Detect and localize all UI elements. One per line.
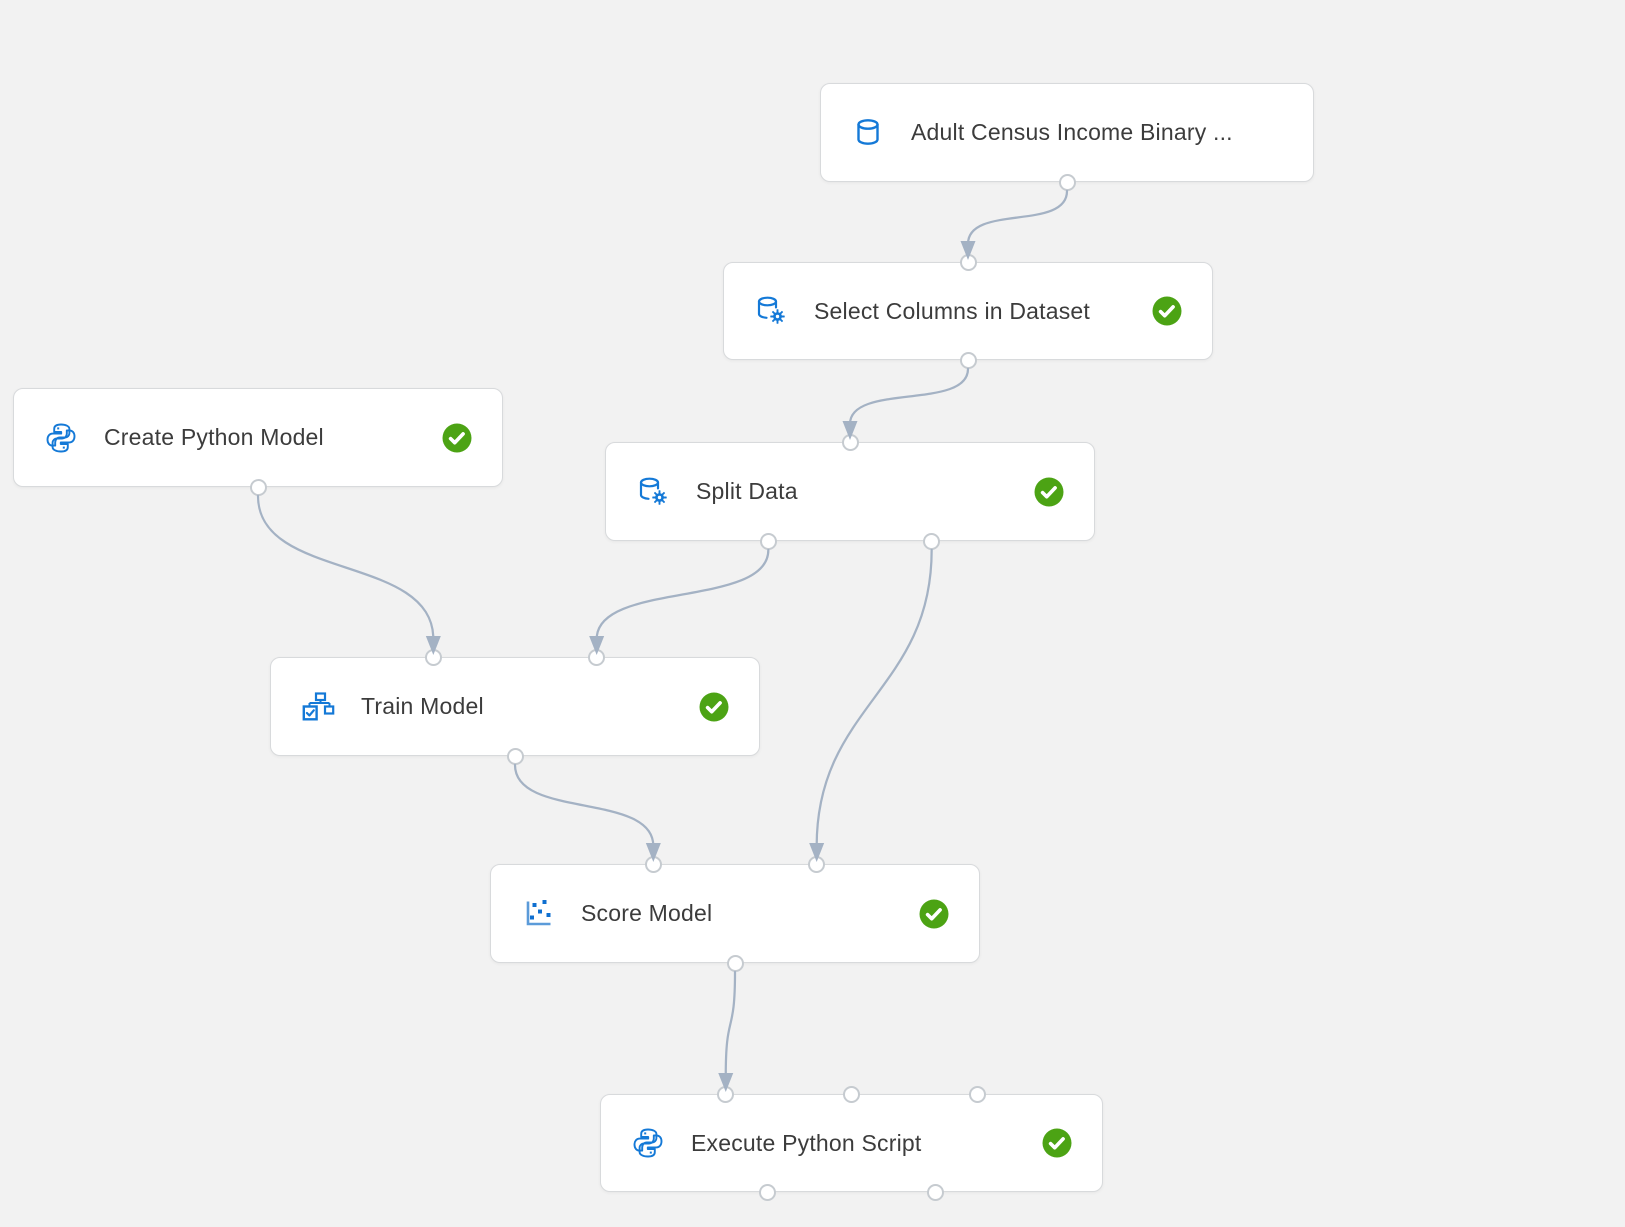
python-icon xyxy=(44,421,78,455)
output-port[interactable] xyxy=(726,955,744,972)
database-gear-icon xyxy=(636,475,670,509)
database-gear-icon xyxy=(754,294,788,328)
module-node-execute-python-script[interactable]: Execute Python Script xyxy=(600,1086,1103,1201)
module-label: Adult Census Income Binary ... xyxy=(911,119,1233,145)
input-port[interactable] xyxy=(808,856,826,873)
status-completed-icon xyxy=(442,423,472,453)
module-node-train-model[interactable]: Train Model xyxy=(270,649,760,765)
connector[interactable] xyxy=(724,970,737,1078)
python-icon xyxy=(631,1126,665,1160)
module-label: Create Python Model xyxy=(104,424,324,450)
input-port[interactable] xyxy=(424,649,442,666)
input-port[interactable] xyxy=(717,1086,735,1103)
output-port[interactable] xyxy=(759,533,777,550)
module-node-create-python-model[interactable]: Create Python Model xyxy=(13,388,503,496)
input-port[interactable] xyxy=(841,434,859,451)
module-label: Execute Python Script xyxy=(691,1129,922,1156)
output-port[interactable] xyxy=(959,352,977,369)
input-port[interactable] xyxy=(644,856,662,873)
module-node-dataset[interactable]: Adult Census Income Binary ... xyxy=(820,83,1314,191)
connector[interactable] xyxy=(966,189,1069,246)
input-port[interactable] xyxy=(968,1086,986,1103)
input-port[interactable] xyxy=(843,1086,860,1103)
scatter-plot-icon xyxy=(521,897,555,931)
connector[interactable] xyxy=(815,548,933,848)
status-completed-icon xyxy=(1034,477,1064,507)
output-port[interactable] xyxy=(249,479,267,496)
status-completed-icon xyxy=(699,692,729,722)
module-label: Train Model xyxy=(361,693,484,719)
module-node-select-columns[interactable]: Select Columns in Dataset xyxy=(723,254,1213,369)
input-port[interactable] xyxy=(588,649,606,666)
input-port[interactable] xyxy=(959,254,977,271)
output-port[interactable] xyxy=(926,1184,944,1201)
module-label: Select Columns in Dataset xyxy=(814,297,1091,324)
status-completed-icon xyxy=(1152,296,1182,326)
status-completed-icon xyxy=(919,899,949,929)
connector[interactable] xyxy=(256,494,435,641)
output-port[interactable] xyxy=(506,748,524,765)
module-node-score-model[interactable]: Score Model xyxy=(490,856,980,972)
status-completed-icon xyxy=(1042,1128,1072,1158)
train-model-icon xyxy=(301,690,335,724)
output-port[interactable] xyxy=(923,533,941,550)
database-icon xyxy=(851,116,885,150)
module-node-split-data[interactable]: Split Data xyxy=(605,434,1095,550)
output-port[interactable] xyxy=(759,1184,777,1201)
module-label: Split Data xyxy=(696,478,798,504)
connector[interactable] xyxy=(595,548,770,641)
module-label: Score Model xyxy=(581,900,713,926)
output-port[interactable] xyxy=(1058,174,1076,191)
connector[interactable] xyxy=(513,763,655,848)
connector[interactable] xyxy=(848,367,970,426)
